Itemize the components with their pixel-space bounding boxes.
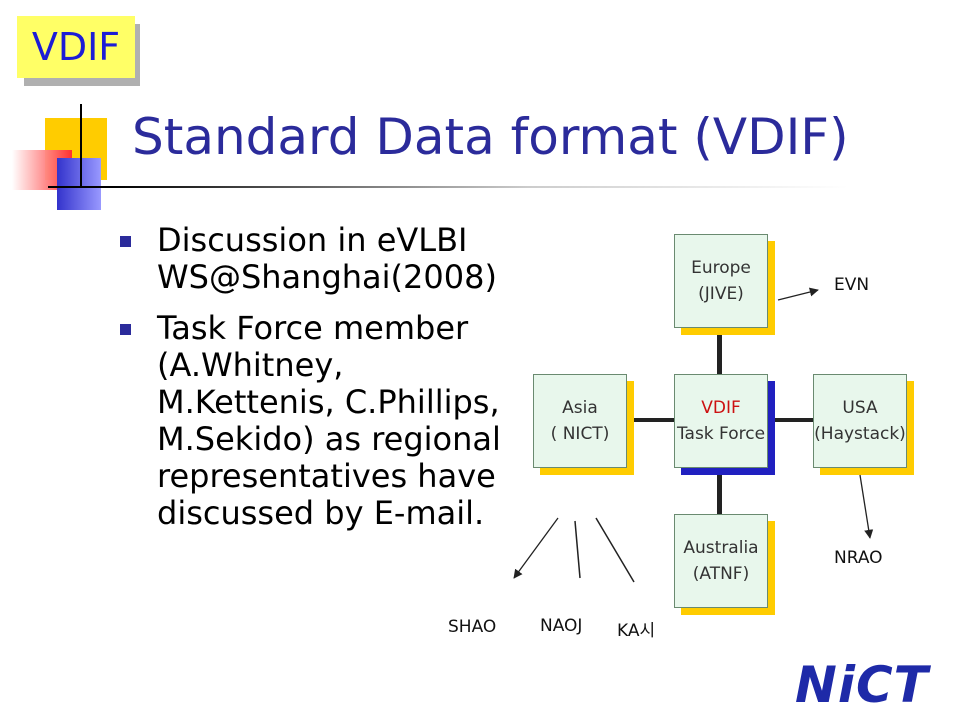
- connector-australia: [717, 470, 722, 516]
- label-kasi: KA시: [617, 621, 656, 641]
- bullet-item-task-force: Task Force member (A.Whitney, M.Kettenis…: [120, 310, 520, 532]
- node-usa: USA (Haystack): [813, 374, 907, 468]
- slide-title: Standard Data format (VDIF): [132, 108, 849, 166]
- bullet-line: (A.Whitney,: [157, 346, 344, 384]
- node-label: Australia: [683, 538, 759, 558]
- bullet-square-icon: [120, 324, 131, 335]
- connector-asia: [627, 418, 674, 422]
- arrow-usa-nrao: [859, 474, 874, 539]
- deco-vertical-line: [80, 104, 82, 188]
- node-sublabel: (Haystack): [814, 424, 906, 444]
- label-naoj: NAOJ: [540, 616, 583, 636]
- nict-logo: NiCT: [795, 656, 929, 714]
- node-sublabel: (JIVE): [698, 284, 744, 304]
- arrow-asia-shao: [513, 517, 559, 579]
- bullet-line: discussed by E-mail.: [157, 494, 485, 532]
- bullet-square-icon: [120, 236, 131, 247]
- connector-europe: [717, 329, 722, 379]
- bullet-line: Discussion in eVLBI: [157, 221, 468, 259]
- vdif-badge: VDIF: [17, 16, 135, 78]
- node-label: USA: [842, 398, 878, 418]
- bullet-line: M.Kettenis, C.Phillips,: [157, 383, 500, 421]
- bullet-line: M.Sekido) as regional: [157, 420, 501, 458]
- node-center-vdif: VDIF Task Force: [674, 374, 768, 468]
- node-australia: Australia (ATNF): [674, 514, 768, 608]
- label-evn: EVN: [834, 275, 870, 295]
- deco-blue-square: [57, 158, 101, 210]
- node-label: VDIF: [701, 398, 741, 418]
- line-asia-naoj: [574, 520, 581, 579]
- label-shao: SHAO: [448, 617, 497, 637]
- bullet-list: Discussion in eVLBI WS@Shanghai(2008) Ta…: [120, 222, 520, 546]
- bullet-item-discussion: Discussion in eVLBI WS@Shanghai(2008): [120, 222, 520, 296]
- bullet-line: Task Force member: [157, 309, 469, 347]
- arrow-europe-evn: [777, 287, 819, 301]
- connector-usa: [768, 418, 814, 422]
- node-asia: Asia ( NICT): [533, 374, 627, 468]
- node-label: Europe: [691, 258, 751, 278]
- title-underline: [48, 186, 848, 188]
- node-sublabel: ( NICT): [550, 424, 610, 444]
- line-asia-kasi: [595, 517, 635, 583]
- bullet-line: WS@Shanghai(2008): [157, 258, 497, 296]
- node-europe: Europe (JIVE): [674, 234, 768, 328]
- node-label: Asia: [562, 398, 598, 418]
- node-sublabel: Task Force: [676, 424, 766, 444]
- bullet-line: representatives have: [157, 457, 496, 495]
- node-sublabel: (ATNF): [692, 564, 750, 584]
- label-nrao: NRAO: [834, 548, 883, 568]
